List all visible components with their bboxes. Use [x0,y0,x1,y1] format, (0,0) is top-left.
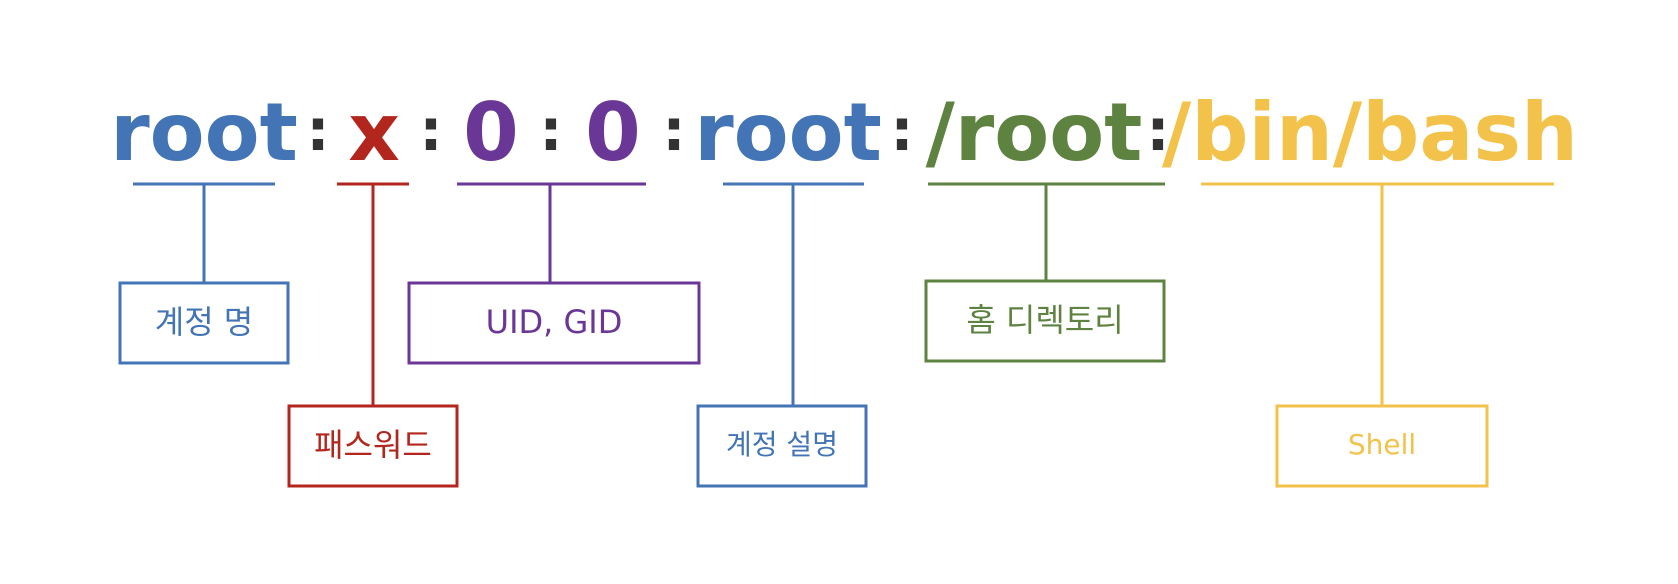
field-username: 계정 명 [118,182,290,365]
label-username: 계정 명 [155,303,254,341]
separator-colon: : [662,96,685,164]
separator-colon: : [1146,96,1169,164]
token-home-directory: /root [926,86,1143,179]
label-shell: Shell [1348,428,1416,461]
label-box [696,404,868,488]
separator-colon: : [306,96,329,164]
field-home-directory: 홈 디렉토리 [924,182,1166,363]
token-uid: 0 [463,86,519,179]
label-comment: 계정 설명 [726,428,838,461]
separator-colon: : [419,96,442,164]
label-box [287,404,459,488]
token-password: x [348,86,400,179]
label-box [118,281,290,365]
separator-colon: : [539,96,562,164]
passwd-line: root : x : 0 : 0 : root : /root : /bin/b… [110,86,1578,179]
label-uid-gid: UID, GID [486,303,623,341]
label-password: 패스워드 [314,426,432,464]
token-comment: root [694,86,882,179]
field-comment: 계정 설명 [696,182,868,488]
token-shell: /bin/bash [1162,86,1578,179]
field-uid-gid: UID, GID [407,182,701,365]
label-home-directory: 홈 디렉토리 [966,301,1123,339]
separator-colon: : [890,96,913,164]
token-username: root [110,86,298,179]
label-box [1275,404,1489,488]
token-gid: 0 [585,86,641,179]
label-box [924,279,1166,363]
field-shell: Shell [1201,182,1554,488]
label-box [407,281,701,365]
field-password: 패스워드 [287,182,459,488]
